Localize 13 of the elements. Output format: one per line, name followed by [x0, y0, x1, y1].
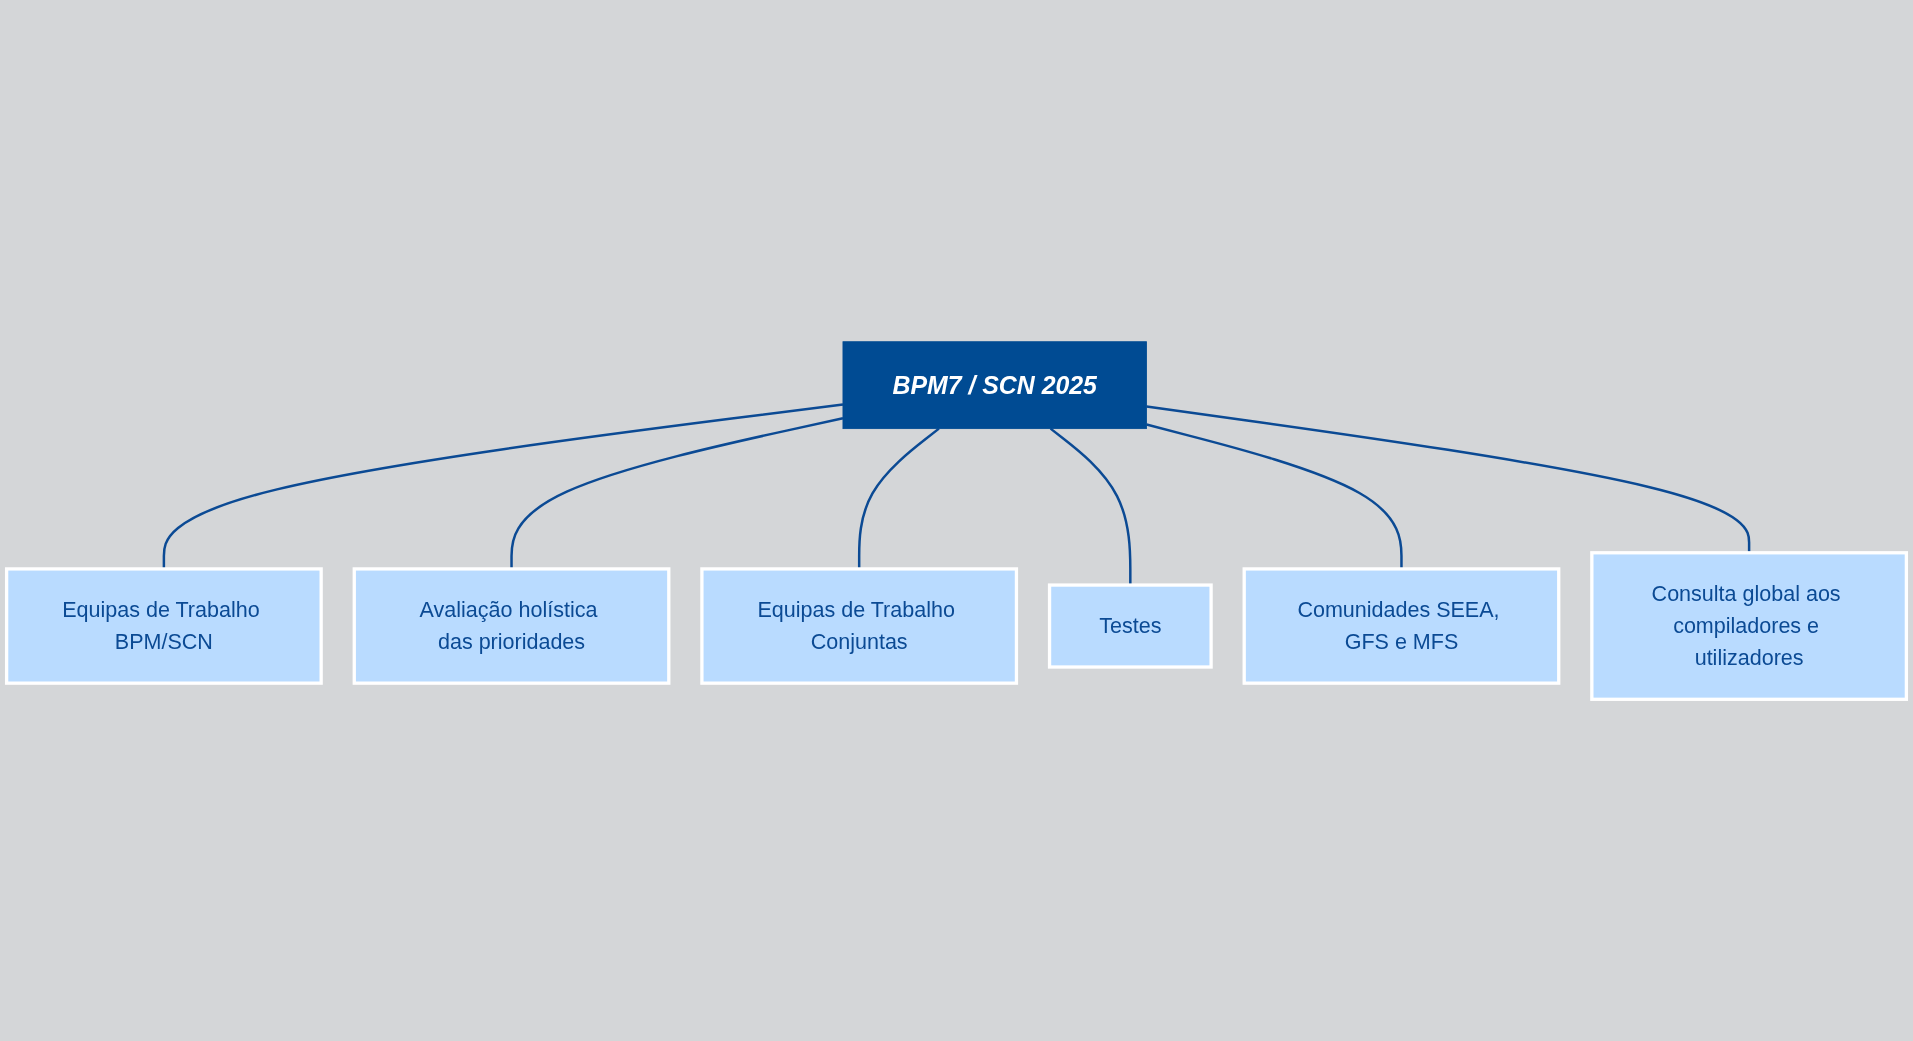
connector [1146, 405, 1751, 553]
connector [1146, 423, 1403, 569]
connector [857, 427, 940, 569]
connector [510, 417, 844, 569]
node-box: Equipas de Trabalho Conjuntas [700, 567, 1019, 685]
node-box: Testes [1047, 583, 1213, 669]
node-box: Consulta global aos compiladores e utilizadores [1590, 551, 1909, 701]
connector [1049, 427, 1132, 586]
node-box: Equipas de Trabalho BPM/SCN [4, 567, 323, 685]
connector [162, 403, 844, 569]
node-box: Comunidades SEEA, GFS e MFS [1242, 567, 1561, 685]
node-box: Avaliação holística das prioridades [352, 567, 671, 685]
node-box: BPM7 / SCN 2025 [842, 341, 1147, 430]
